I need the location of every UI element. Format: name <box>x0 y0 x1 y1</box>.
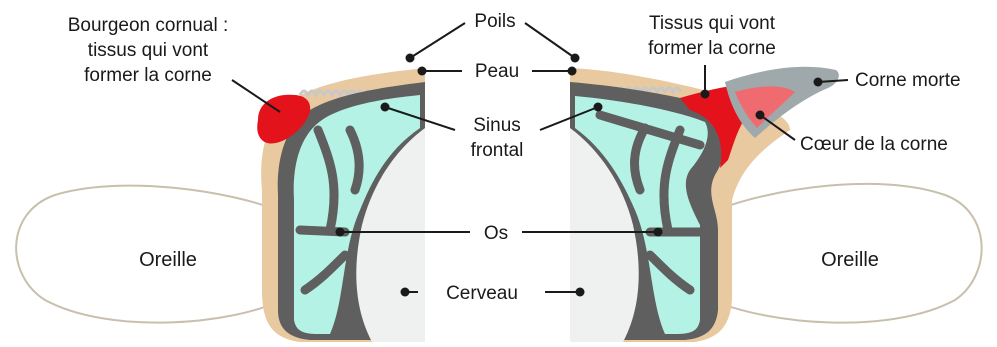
label-tissus-line2: former la corne <box>648 38 776 59</box>
label-peau: Peau <box>475 61 519 82</box>
label-tissus-line1: Tissus qui vont <box>649 13 776 34</box>
label-corne-morte: Corne morte <box>855 70 961 91</box>
label-cerveau: Cerveau <box>446 283 518 304</box>
label-sinus-line2: frontal <box>471 140 524 161</box>
label-coeur: Cœur de la corne <box>800 134 948 155</box>
label-bourgeon-line3: former la corne <box>84 65 212 86</box>
label-sinus-line1: Sinus <box>473 115 521 136</box>
label-oreille-left: Oreille <box>139 249 197 271</box>
label-oreille-right: Oreille <box>821 249 879 271</box>
label-poils: Poils <box>474 11 515 32</box>
label-bourgeon-line1: Bourgeon cornual : <box>68 15 229 36</box>
label-os: Os <box>484 223 508 244</box>
label-bourgeon-line2: tissus qui vont <box>88 40 209 61</box>
